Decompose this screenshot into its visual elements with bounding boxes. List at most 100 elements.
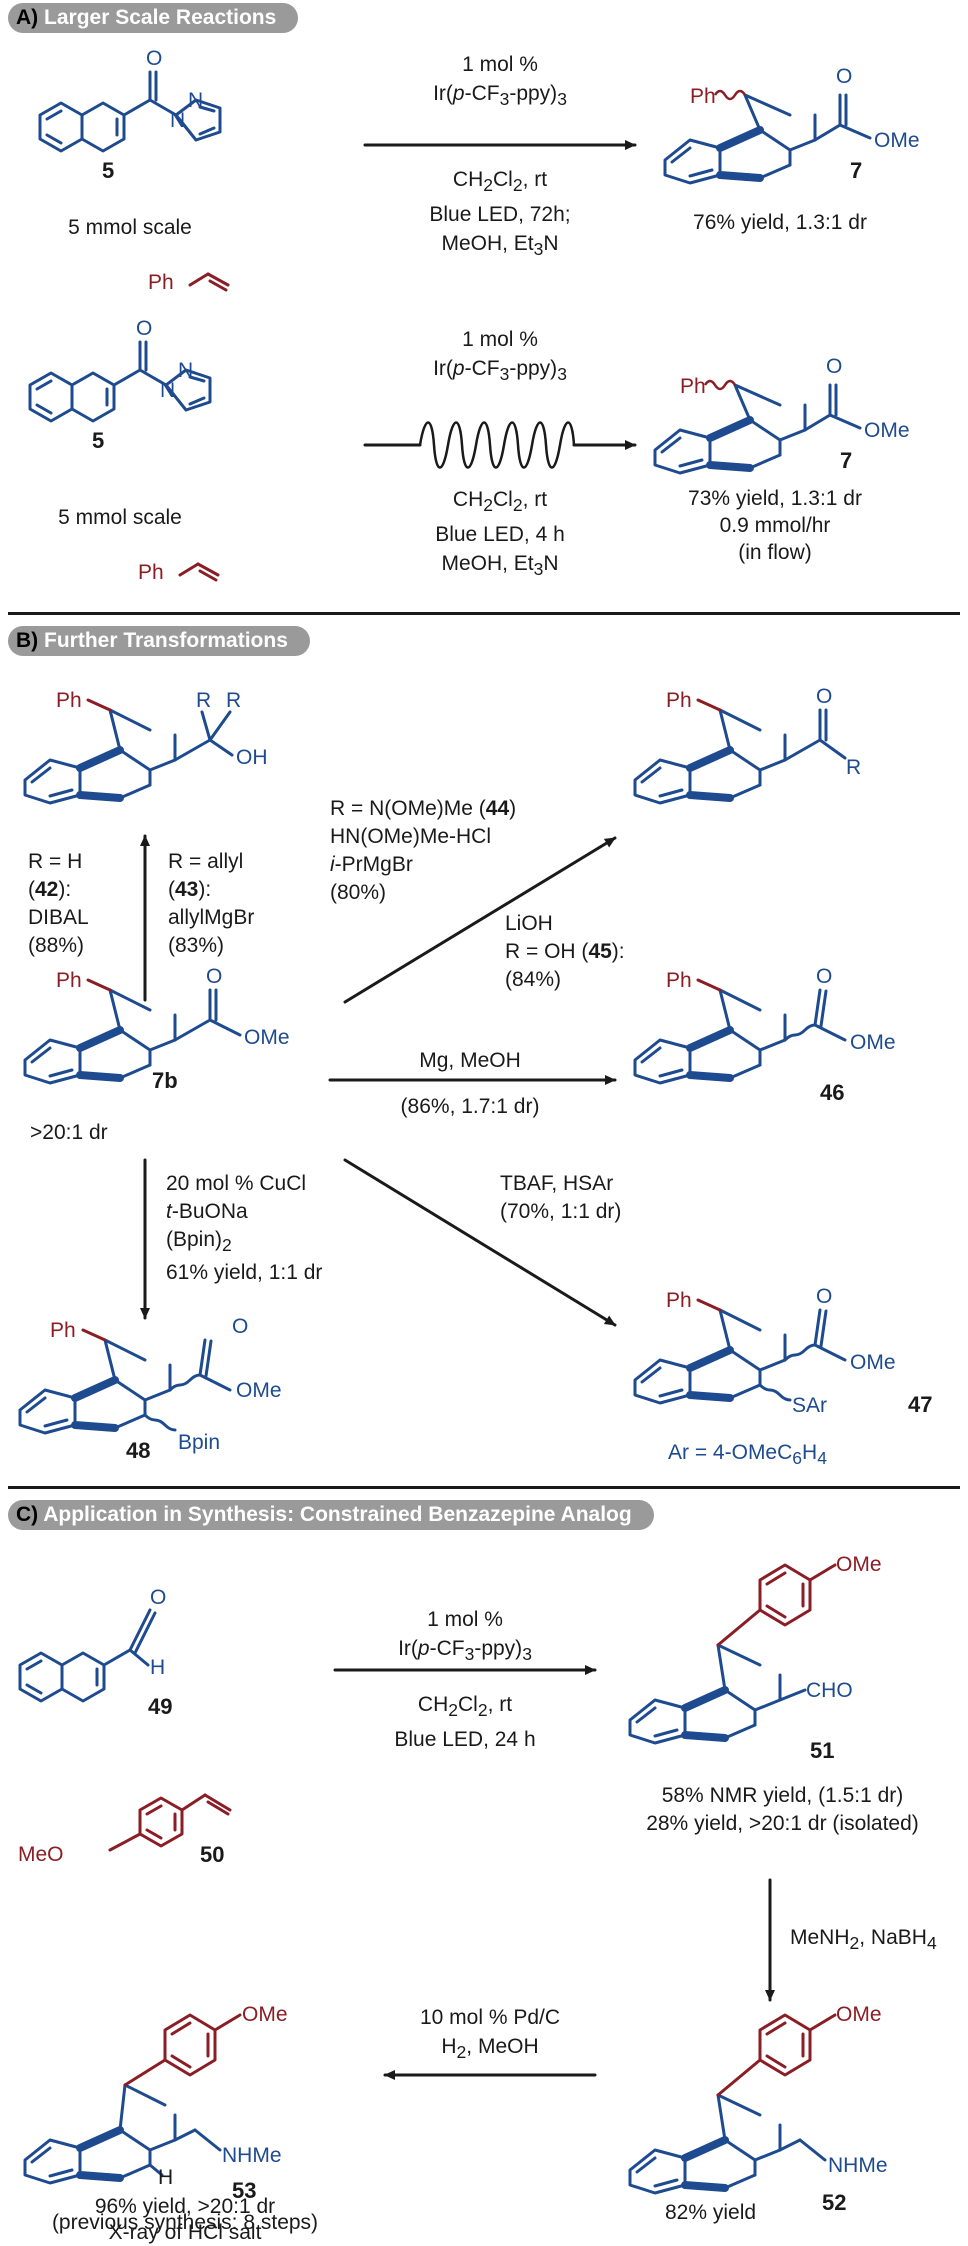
b-44-yield: (80%) xyxy=(330,881,387,904)
a1-catalyst: Ir(p-CF3-ppy)3 xyxy=(433,82,567,110)
b-44-r: R = N(OMe)Me (44) xyxy=(330,797,517,820)
c-52-conditions: MeNH2, NaBH4 xyxy=(790,1926,937,1954)
b-43-compound: 43 xyxy=(175,878,199,901)
b-48-base: t-BuONa xyxy=(166,1200,248,1223)
atom-cho-51: CHO xyxy=(806,1679,853,1702)
atom-ph-46: Ph xyxy=(666,969,692,992)
b-45-r-text: R = OH ( xyxy=(505,940,589,963)
a1-quench: MeOH, Et3N xyxy=(441,232,559,260)
atom-ph-48: Ph xyxy=(50,1319,76,1342)
a1-solvent: CH2Cl2, rt xyxy=(452,168,548,196)
compound-number-7b: 7b xyxy=(152,1068,178,1093)
c-51-isolated-yield: 28% yield, >20:1 dr (isolated) xyxy=(646,1812,919,1835)
compound-5-structure-a2 xyxy=(28,340,212,423)
atom-o-7b: O xyxy=(206,965,223,988)
atom-bpin-48: Bpin xyxy=(178,1431,221,1454)
atom-ome-52: OMe xyxy=(836,2003,882,2026)
atom-o-a1-7: O xyxy=(836,65,853,88)
atom-ome-7b: OMe xyxy=(244,1026,290,1049)
compound-7-structure-a1 xyxy=(663,89,872,185)
b-48-catalyst: 20 mol % CuCl xyxy=(166,1172,307,1195)
a2-conditions-below: CH2Cl2, rt Blue LED, 4 h MeOH, Et3N xyxy=(345,485,655,584)
a2-light: Blue LED, 4 h xyxy=(435,523,565,547)
section-b-title: Further Transformations xyxy=(44,629,288,652)
b-44-conditions: R = N(OMe)Me (44) HN(OMe)Me-HCl i-PrMgBr… xyxy=(330,795,516,907)
compound-number-49: 49 xyxy=(148,1694,173,1719)
c-51-nmr-yield: 58% NMR yield, (1.5:1 dr) xyxy=(661,1784,904,1807)
compound-number-51: 51 xyxy=(810,1738,835,1763)
compound-7-structure-a2 xyxy=(653,379,862,475)
styrene-structure-a2 xyxy=(178,562,220,582)
compound-number-5-a2: 5 xyxy=(92,428,105,453)
compound-53-structure xyxy=(23,2013,242,2185)
atom-o-46: O xyxy=(816,965,833,988)
b-42-conditions: R = H (42): DIBAL (88%) xyxy=(28,848,89,960)
divider-a-b xyxy=(8,612,960,615)
a1-light: Blue LED, 72h; xyxy=(429,203,571,227)
atom-n-a1-5b: N xyxy=(188,89,204,112)
section-a-title: Larger Scale Reactions xyxy=(44,6,277,29)
c-51-conditions-below: CH2Cl2, rt Blue LED, 24 h xyxy=(325,1690,605,1754)
atom-n-a2-5b: N xyxy=(178,359,194,382)
atom-ph-a1-7: Ph xyxy=(690,85,716,108)
b-47-yield: (70%, 1:1 dr) xyxy=(500,1200,622,1223)
atom-n-a1-5a: N xyxy=(170,109,186,132)
compound-48-structure xyxy=(18,1328,232,1435)
b-43-reagent: allylMgBr xyxy=(168,906,255,929)
b-44-reagent2: i-PrMgBr xyxy=(330,853,413,876)
atom-ome-47: OMe xyxy=(850,1351,896,1374)
c-53-conditions: 10 mol % Pd/C H2, MeOH xyxy=(385,2003,595,2067)
atom-nhme-52: NHMe xyxy=(828,2154,888,2177)
compound-number-53: 53 xyxy=(232,2178,257,2203)
atom-h-49: H xyxy=(150,1656,166,1679)
a2-result-yield: 73% yield, 1.3:1 dr xyxy=(688,487,862,510)
compound-47-structure xyxy=(633,1298,847,1405)
b-44-reagent1: HN(OMe)Me-HCl xyxy=(330,825,491,848)
atom-nhme-53: NHMe xyxy=(222,2144,282,2167)
atom-ome-46: OMe xyxy=(850,1031,896,1054)
atom-ome-a1-7: OMe xyxy=(874,129,920,152)
b-47-reagent: TBAF, HSAr xyxy=(500,1172,614,1195)
b-45-r: R = OH (45): xyxy=(505,940,625,963)
compound-number-52: 52 xyxy=(822,2190,847,2215)
b-42-reagent: DIBAL xyxy=(28,906,89,929)
compound-5-structure-a1 xyxy=(38,70,222,153)
b-48-boron: (Bpin)2 xyxy=(166,1228,232,1256)
atom-ome-53: OMe xyxy=(242,2003,288,2026)
c-53-hydrogen: H2, MeOH xyxy=(441,2035,539,2063)
atom-ph-a2-styrene: Ph xyxy=(138,561,164,584)
atom-o-49: O xyxy=(150,1586,167,1609)
b-43-r: R = allyl xyxy=(168,850,244,873)
a2-conditions-above: 1 mol % Ir(p-CF3-ppy)3 xyxy=(345,325,655,389)
compound-number-47: 47 xyxy=(908,1392,933,1417)
b-44-compound: 44 xyxy=(485,797,510,820)
atom-o-47: O xyxy=(816,1285,833,1308)
a2-catalyst: Ir(p-CF3-ppy)3 xyxy=(433,357,567,385)
atom-o-a2-5: O xyxy=(136,317,153,340)
compound-49-structure xyxy=(18,1608,157,1703)
c-51-conditions-above: 1 mol % Ir(p-CF3-ppy)3 xyxy=(325,1605,605,1669)
section-c-header: C) Application in Synthesis: Constrained… xyxy=(8,1500,654,1530)
atom-ome-48: OMe xyxy=(236,1379,282,1402)
b-43-conditions: R = allyl (43): allylMgBr (83%) xyxy=(168,848,254,960)
section-a-header: A) Larger Scale Reactions xyxy=(8,3,299,33)
c-52-yield: 82% yield xyxy=(665,2201,757,2224)
b-42-yield: (88%) xyxy=(28,934,85,957)
compound-44-45-structure xyxy=(633,698,847,805)
b-42-number: (42): xyxy=(28,878,72,901)
atom-r-42a: R xyxy=(196,689,212,712)
a2-result-flow: (in flow) xyxy=(738,541,812,564)
a1-scale-label: 5 mmol scale xyxy=(68,216,192,239)
a2-catalyst-loading: 1 mol % xyxy=(462,328,538,351)
compound-number-50: 50 xyxy=(200,1842,225,1867)
b-45-conditions: LiOH R = OH (45): (84%) xyxy=(505,910,625,994)
atom-o-44: O xyxy=(816,685,833,708)
atom-ph-a2-7: Ph xyxy=(680,375,706,398)
a2-result-rate: 0.9 mmol/hr xyxy=(719,514,831,537)
a1-catalyst-loading: 1 mol % xyxy=(462,53,538,76)
compound-number-48: 48 xyxy=(126,1438,151,1463)
compound-42-43-structure xyxy=(23,698,234,805)
compound-46-structure xyxy=(633,978,847,1085)
c-53-previous: (previous synthesis: 8 steps) xyxy=(51,2211,319,2234)
b-45-compound: 45 xyxy=(588,940,612,963)
